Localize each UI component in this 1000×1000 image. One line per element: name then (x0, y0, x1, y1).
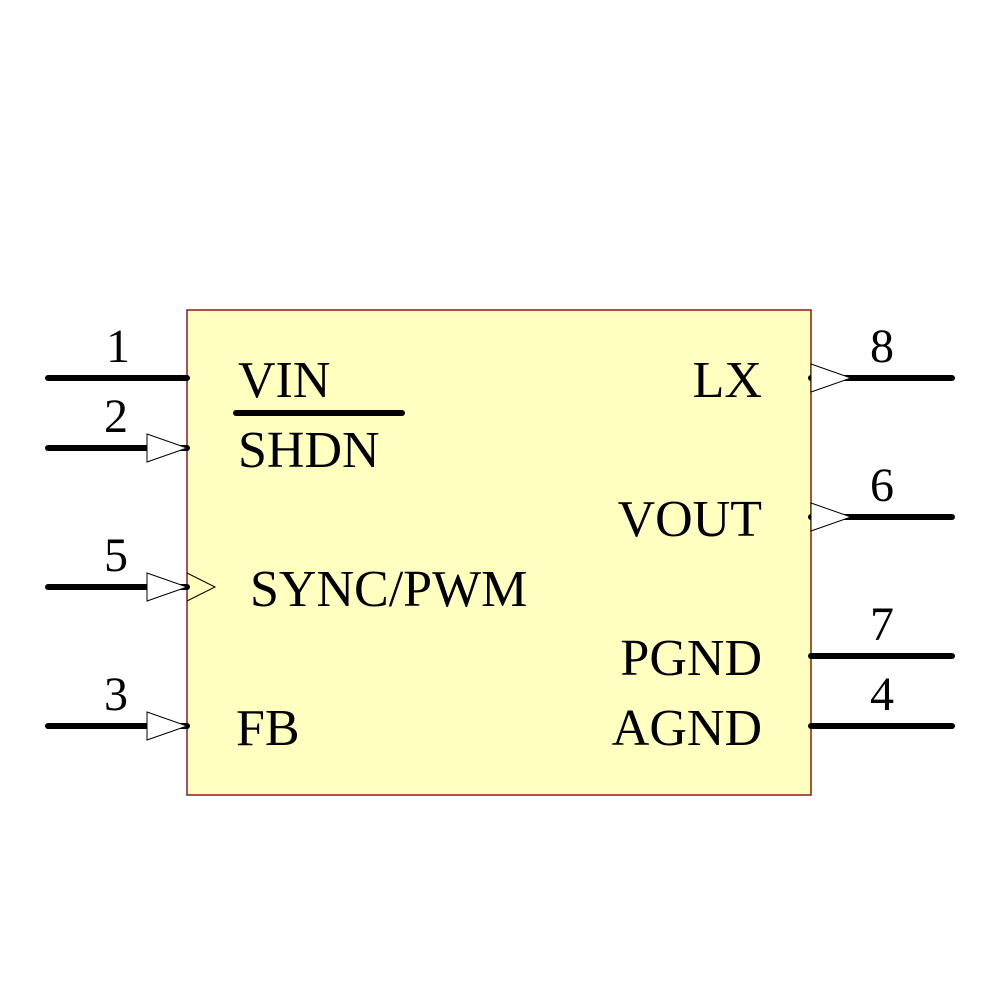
pin-4-label: AGND (612, 700, 762, 757)
pin-7-number: 7 (870, 598, 894, 651)
pin-8-label: LX (693, 352, 762, 409)
pin-5-input-arrow (146, 572, 189, 602)
pin-6: 6 VOUT (618, 459, 955, 548)
pin-5-label: SYNC/PWM (250, 561, 527, 618)
pin-6-output-arrow (810, 502, 853, 532)
pin-1-label: VIN (238, 352, 330, 409)
pin-6-label: VOUT (618, 491, 762, 548)
pin-2-label: SHDN (238, 422, 380, 479)
ic-body (186, 309, 812, 796)
pin-8-number: 8 (870, 320, 894, 373)
pin-4-number: 4 (870, 668, 894, 721)
pin-1-number: 1 (106, 320, 130, 373)
pin-2-input-arrow (146, 433, 189, 463)
pin-7: 7 PGND (620, 598, 955, 687)
pin-2-number: 2 (104, 390, 128, 443)
pin-5-clock-marker (186, 572, 217, 602)
pin-5-number: 5 (104, 529, 128, 582)
pin-4: 4 AGND (612, 668, 955, 757)
pin-3-label: FB (236, 700, 300, 757)
pin-7-label: PGND (620, 630, 762, 687)
pin-1: 1 VIN (45, 320, 330, 409)
pin-3: 3 FB (45, 668, 300, 757)
pin-2: 2 SHDN (45, 390, 405, 479)
pin-6-number: 6 (870, 459, 894, 512)
pin-3-number: 3 (104, 668, 128, 721)
pin-5: 5 SYNC/PWM (45, 529, 527, 618)
pin-3-input-arrow (146, 711, 189, 741)
pin-8-output-arrow (810, 363, 853, 393)
pin-8: 8 LX (693, 320, 955, 409)
